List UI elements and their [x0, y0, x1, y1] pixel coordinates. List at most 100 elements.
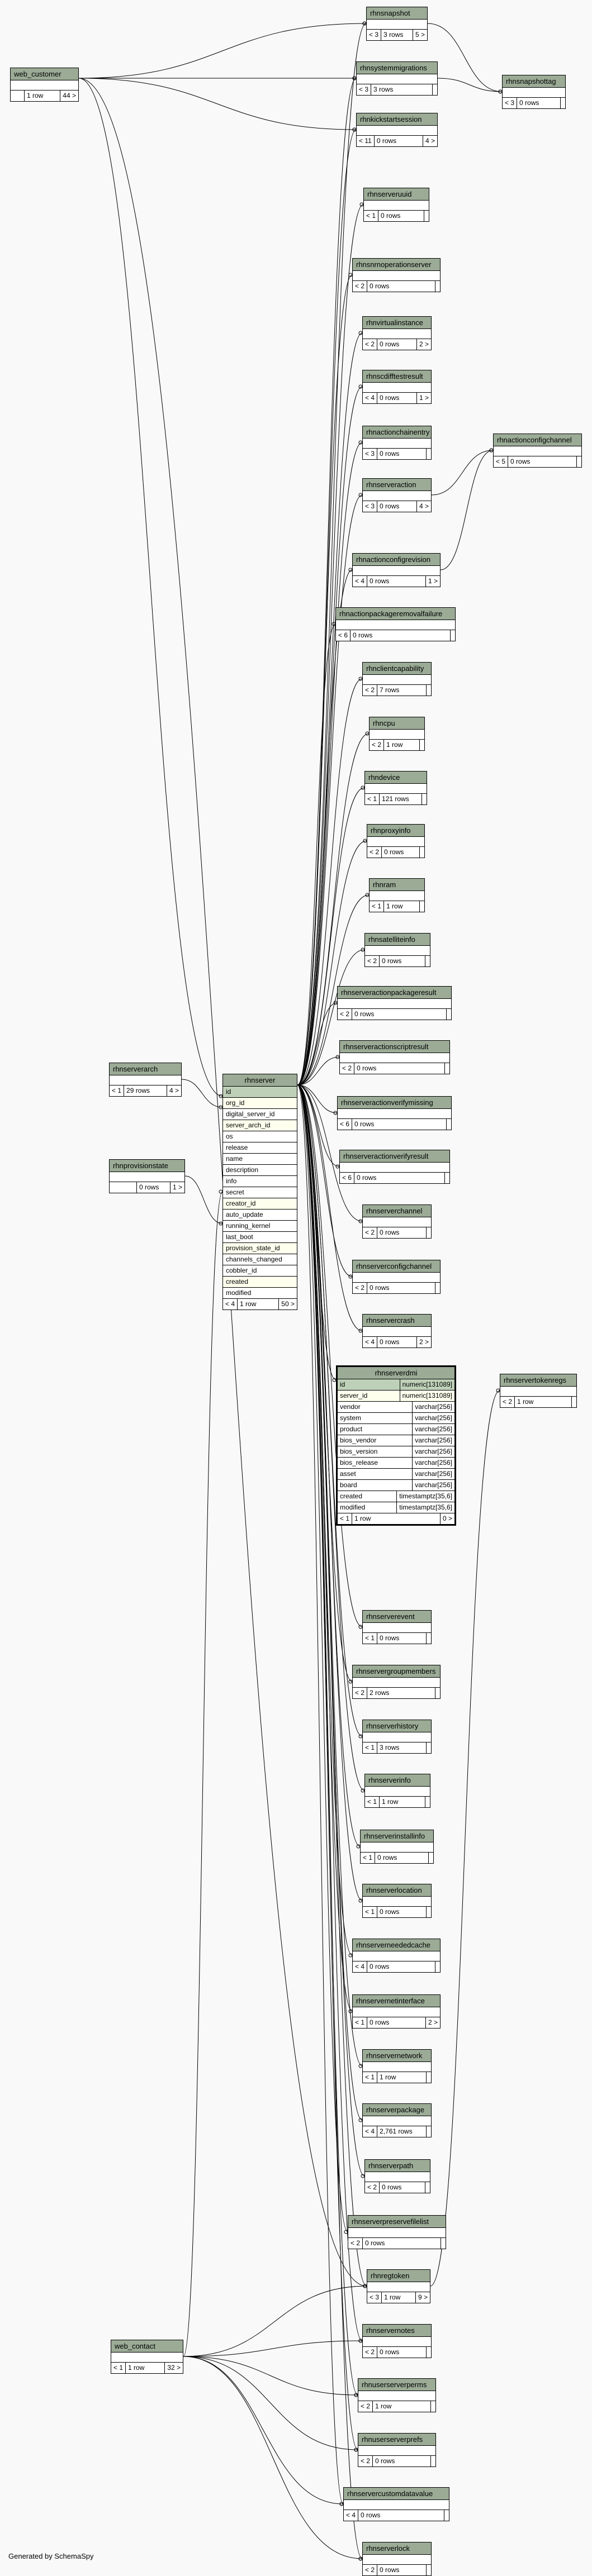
relationship-edge: [297, 894, 370, 1085]
relationship-edge: [437, 78, 503, 92]
table-header: rhnserveraction: [363, 479, 431, 491]
relationship-edge: [183, 2340, 363, 2357]
relationship-edge: [297, 1084, 365, 1791]
table-header: rhnvirtualinstance: [363, 317, 431, 329]
child-count: [429, 1853, 433, 1863]
table-header: rhnserverpackage: [363, 2104, 431, 2116]
table-header: rhnserverchannel: [363, 1205, 431, 1217]
row-count: 0 rows: [351, 630, 451, 641]
table-body: [11, 80, 78, 91]
column-name: asset: [338, 1469, 413, 1479]
row-count: 0 rows: [377, 1633, 427, 1644]
parent-count: < 6: [340, 1173, 355, 1183]
table-body: [336, 620, 455, 630]
table-header: rhnram: [370, 879, 424, 891]
relationship-edge: [440, 450, 494, 570]
table-header: rhnserverpreservefilelist: [348, 2216, 446, 2228]
parent-count: < 2: [363, 1227, 378, 1238]
parent-count: < 2: [353, 281, 368, 292]
parent-count: < 2: [500, 1397, 515, 1407]
column-type: numeric[131089]: [402, 1392, 452, 1399]
parent-count: < 11: [357, 136, 375, 146]
table-body: [363, 2555, 431, 2565]
child-count: [451, 630, 455, 641]
row-count: 0 rows: [358, 2510, 444, 2521]
parent-count: < 4: [353, 576, 368, 587]
column-row: release: [223, 1142, 297, 1154]
child-count: 32 >: [167, 2364, 181, 2372]
parent-count: < 2: [367, 847, 382, 858]
table-header: rhnserverinfo: [365, 1774, 430, 1787]
column-row: server_arch_id: [223, 1120, 297, 1131]
child-count: [444, 2510, 449, 2521]
parent-count: < 1: [370, 901, 385, 912]
table-body: [340, 1163, 449, 1173]
table-header: rhnservercrash: [363, 1315, 431, 1327]
table-header: rhnuserserverperms: [358, 2379, 435, 2391]
table-body: [363, 439, 431, 449]
column-row: provision_state_id: [223, 1243, 297, 1254]
column-row: name: [223, 1154, 297, 1165]
column-name: vendor: [338, 1402, 413, 1412]
row-count: 1 row: [382, 2292, 416, 2303]
child-count: 4 >: [425, 137, 435, 145]
column-type: varchar[256]: [415, 1481, 452, 1489]
relationship-edge: [431, 450, 494, 496]
row-count: 0 rows: [367, 1283, 435, 1293]
table-body: [353, 2007, 440, 2017]
child-count: [427, 685, 431, 696]
table-header: rhnsatelliteinfo: [365, 934, 430, 946]
table-body: [353, 1273, 440, 1283]
table-header: rhnserverpath: [365, 2160, 430, 2172]
table-header: rhnregtoken: [367, 2270, 430, 2282]
row-count: 3 rows: [371, 84, 433, 95]
parent-count: [11, 91, 25, 101]
table-body: [338, 999, 451, 1009]
parent-count: < 3: [503, 98, 518, 108]
table-header: rhnproxyinfo: [367, 825, 424, 837]
table-header: rhnservertokenregs: [500, 1374, 576, 1387]
relationship-edge: [297, 1002, 338, 1085]
relationship-edge: [297, 442, 363, 1085]
column-type: varchar[256]: [415, 1436, 452, 1444]
column-row: org_id: [223, 1098, 297, 1109]
table-body: [357, 74, 437, 84]
child-count: 1 >: [428, 577, 438, 585]
column-type: varchar[256]: [415, 1459, 452, 1466]
column-type: varchar[256]: [415, 1414, 452, 1422]
parent-count: < 1: [338, 1513, 353, 1524]
row-count: 3 rows: [377, 1742, 427, 1753]
parent-count: < 6: [338, 1119, 353, 1130]
relationship-edge: [297, 569, 353, 1085]
row-count: 0 rows: [375, 1853, 429, 1863]
parent-count: < 4: [344, 2510, 359, 2521]
parent-count: < 1: [363, 1907, 378, 1917]
row-count: 0 rows: [508, 456, 577, 467]
relationship-edge: [297, 1084, 363, 2341]
row-count: 1 row: [373, 2401, 431, 2412]
